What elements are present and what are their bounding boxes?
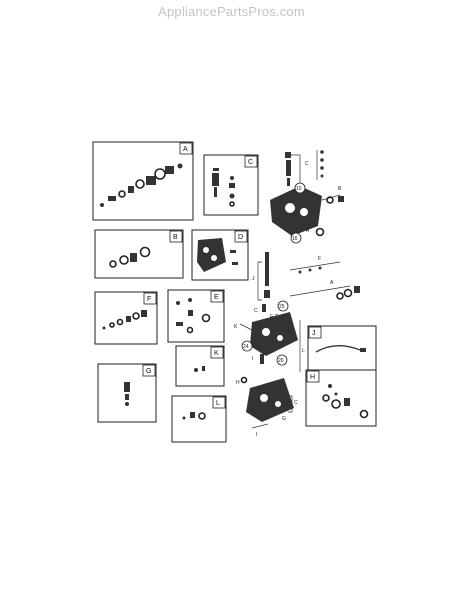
kit-d-parts <box>197 238 238 272</box>
lower-label-i: I <box>252 356 253 362</box>
kit-label-b: B <box>173 234 178 241</box>
lower-label-h: H <box>236 380 240 386</box>
bubble-26: 26 <box>278 358 284 364</box>
kit-label-g: G <box>146 368 151 375</box>
bubble-24: 24 <box>243 344 249 350</box>
kit-label-d: D <box>238 234 243 241</box>
kit-box-f[interactable]: F <box>94 291 158 345</box>
kit-c-parts <box>212 168 235 207</box>
kit-box-c[interactable]: C <box>203 154 259 216</box>
kit-j-parts <box>315 345 366 353</box>
bubble-25: 25 <box>279 304 285 310</box>
manifold-label-c: C <box>254 308 258 314</box>
pump-head-assembly: C 15 B 16 A <box>270 150 344 244</box>
kit-box-b[interactable]: B <box>94 229 184 279</box>
kit-f-parts <box>102 310 147 330</box>
pump-label-a: A <box>306 228 310 234</box>
manifold-label-k: K <box>234 324 238 330</box>
kit-box-l[interactable]: L <box>171 395 227 443</box>
pump-label-c: C <box>305 161 309 167</box>
lower-manifold-assembly: I H C G I <box>236 354 298 438</box>
bubble-16: 16 <box>292 236 298 242</box>
manifold-assembly: J C E D 25 F A K 24 26 L <box>234 252 360 372</box>
pump-label-b: B <box>338 186 342 192</box>
kit-k-parts <box>194 366 205 372</box>
manifold-label-f: F <box>318 256 321 262</box>
kit-a-parts <box>100 163 183 207</box>
kit-box-e[interactable]: E <box>167 289 225 343</box>
manifold-label-l: L <box>302 348 305 354</box>
kit-label-f: F <box>147 296 151 303</box>
lower-label-g: G <box>282 416 286 422</box>
kit-box-a[interactable]: A <box>92 141 194 221</box>
lower-label-c: C <box>294 400 298 406</box>
kit-l-parts <box>182 412 206 420</box>
kit-g-parts <box>124 382 130 406</box>
kit-box-g[interactable]: G <box>97 363 157 423</box>
kit-h-parts <box>322 384 369 419</box>
kit-box-j[interactable]: J <box>307 325 377 371</box>
kit-label-h: H <box>310 374 315 381</box>
manifold-label-j: J <box>252 276 255 282</box>
kit-label-e: E <box>214 294 219 301</box>
kit-e-parts <box>176 298 211 334</box>
kit-label-k: K <box>214 350 219 357</box>
kit-label-a: A <box>183 146 188 153</box>
kit-label-l: L <box>216 400 220 407</box>
kit-box-d[interactable]: D <box>191 229 249 281</box>
kit-box-k[interactable]: K <box>175 345 225 387</box>
kit-label-j: J <box>312 330 316 337</box>
site-watermark: AppliancePartsPros.com <box>158 4 305 19</box>
kit-box-h[interactable]: H <box>305 369 377 427</box>
manifold-label-a: A <box>330 280 334 286</box>
lower-label-i2: I <box>256 432 257 438</box>
kit-label-c: C <box>248 159 253 166</box>
kit-b-parts <box>109 246 151 268</box>
bubble-15: 15 <box>296 186 302 192</box>
